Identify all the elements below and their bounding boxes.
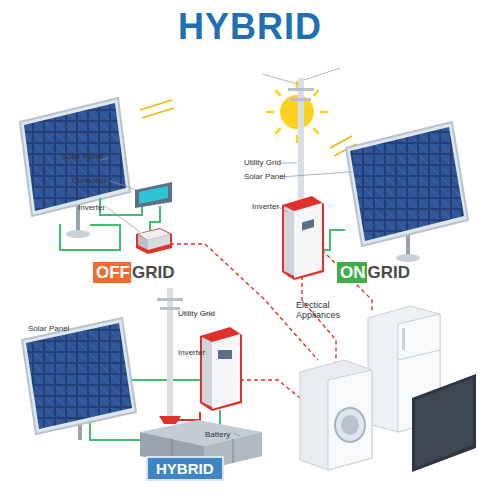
part-label: Battery bbox=[205, 430, 230, 439]
offgrid-inverter bbox=[136, 228, 172, 254]
part-label: Inverter bbox=[78, 203, 105, 212]
grid-type-badge: HYBRID bbox=[146, 456, 224, 481]
part-label: Inverter bbox=[252, 202, 279, 211]
part-label: Inverter bbox=[178, 348, 205, 357]
sun bbox=[140, 82, 356, 156]
ongrid-inverter bbox=[282, 196, 324, 280]
hybrid-inverter bbox=[200, 327, 242, 411]
badge-text: HYBRID bbox=[146, 456, 224, 481]
ongrid-solar-panel bbox=[346, 122, 468, 262]
controller bbox=[135, 182, 172, 208]
badge-text: OFF bbox=[93, 262, 131, 283]
badge-suffix: GRID bbox=[131, 264, 175, 281]
part-label: Controller bbox=[72, 176, 107, 185]
part-label: Solar Panel bbox=[62, 152, 103, 161]
part-label: Utility Grid bbox=[244, 158, 281, 167]
badge-suffix: GRID bbox=[367, 264, 411, 281]
electrical-appliances bbox=[300, 306, 476, 472]
part-label: Solar Panel bbox=[28, 324, 69, 333]
grid-type-badge: ONGRID bbox=[337, 262, 410, 283]
part-label: Electical Appliances bbox=[296, 300, 354, 321]
part-label: Solar Panel bbox=[244, 172, 285, 181]
offgrid-solar-panel bbox=[20, 98, 130, 238]
part-label: Utility Grid bbox=[178, 309, 215, 318]
hybrid-solar-panel bbox=[22, 318, 136, 440]
diagram-title: HYBRID bbox=[0, 6, 500, 48]
grid-type-badge: OFFGRID bbox=[93, 262, 175, 283]
leader-lines bbox=[100, 158, 350, 436]
badge-text: ON bbox=[337, 262, 367, 283]
